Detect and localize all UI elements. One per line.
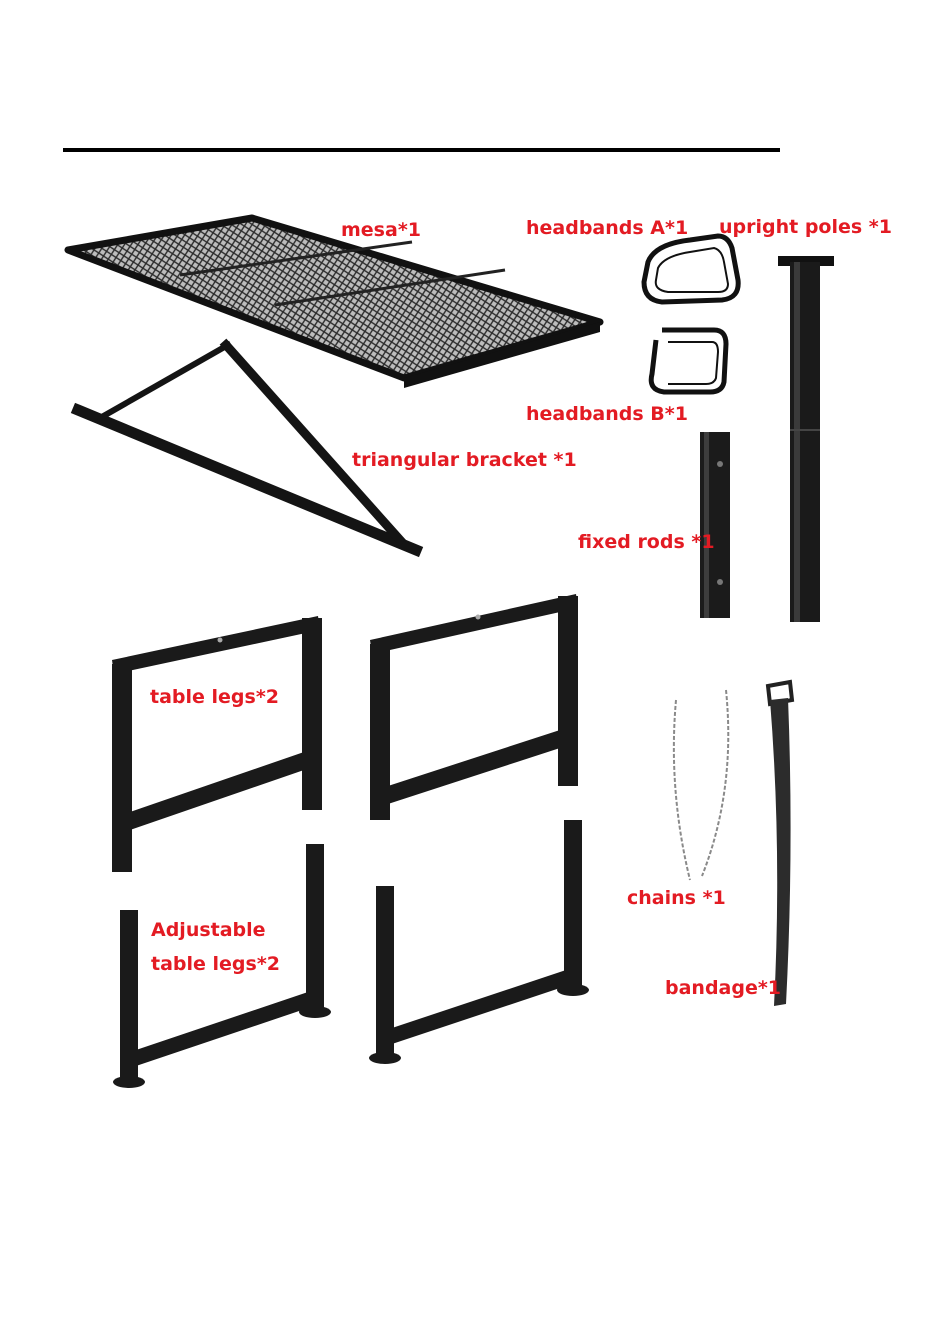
label-fixed-rods: fixed rods *1 <box>578 533 715 552</box>
label-upright-poles: upright poles *1 <box>719 218 892 237</box>
label-chains: chains *1 <box>627 889 726 908</box>
adjustable-leg-2-part <box>369 820 589 1064</box>
label-bandage: bandage*1 <box>665 979 781 998</box>
label-mesa: mesa*1 <box>341 221 421 240</box>
table-leg-2-part <box>370 594 578 820</box>
label-adjustable-line2: table legs*2 <box>151 955 280 974</box>
bandage-part <box>768 682 792 1006</box>
label-headbands-a: headbands A*1 <box>526 219 688 238</box>
label-headbands-b: headbands B*1 <box>526 405 688 424</box>
table-leg-1-part <box>112 616 322 872</box>
label-triangular-bracket: triangular bracket *1 <box>352 451 577 470</box>
triangular-bracket-part <box>78 345 416 550</box>
upright-pole-part <box>778 256 834 622</box>
chains-part <box>674 690 728 880</box>
mesa-part <box>68 218 600 388</box>
label-table-legs: table legs*2 <box>150 688 279 707</box>
label-adjustable-line1: Adjustable <box>151 921 266 940</box>
fixed-rod-part <box>700 432 730 618</box>
headband-a-part <box>644 236 738 302</box>
headband-b-part <box>651 330 726 392</box>
